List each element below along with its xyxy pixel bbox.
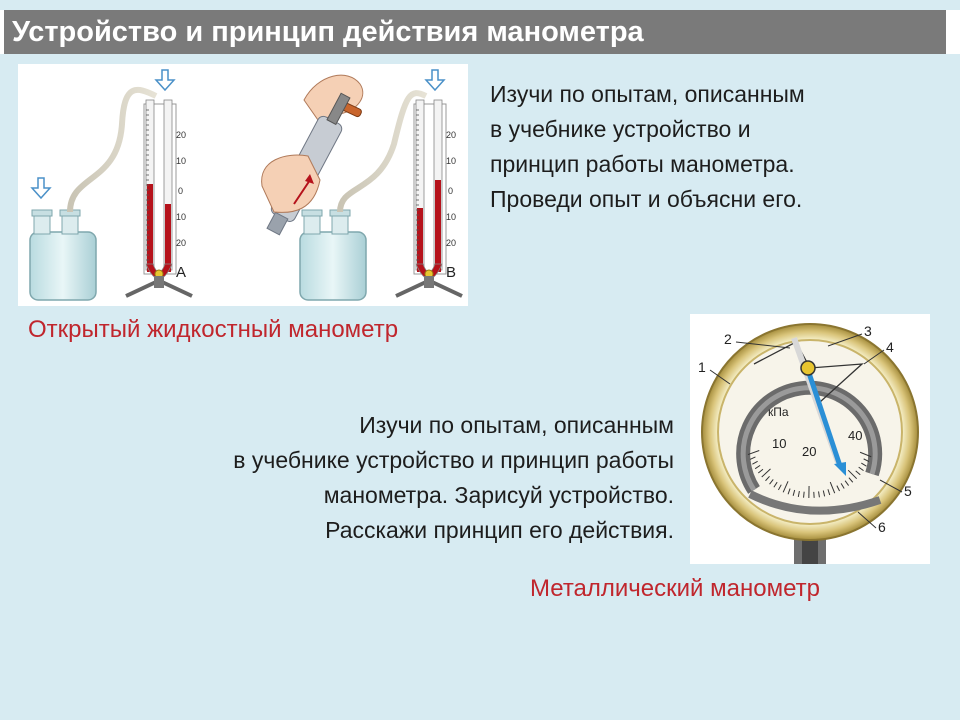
text-line: Изучи по опытам, описанным [359, 412, 674, 438]
pivot [800, 360, 816, 376]
dial-tick [797, 490, 800, 498]
dial-label: 40 [848, 428, 862, 443]
dial-tick [858, 466, 864, 472]
scale-label: 20 [176, 238, 186, 248]
right-hose [337, 90, 428, 213]
dial-tick [787, 488, 791, 495]
right-jar [299, 209, 367, 301]
text-line: манометра. Зарисуй устройство. [323, 482, 674, 508]
dial-tick [773, 481, 778, 488]
dial-tick [840, 483, 845, 489]
dial-label: 20 [802, 444, 816, 459]
dial-tick [777, 484, 782, 491]
left-jar [29, 209, 97, 301]
part-number-5: 5 [904, 483, 912, 499]
scale-label: 10 [446, 156, 456, 166]
dial-tick [752, 460, 758, 465]
scale-label: 20 [446, 130, 456, 140]
dial-tick [757, 468, 764, 474]
dial-tick [754, 464, 761, 470]
dial-tick [769, 479, 774, 485]
arrow-down-icon [424, 69, 446, 92]
dial-tick [859, 451, 872, 458]
dial-tick [782, 481, 789, 493]
instruction-text-1: Изучи по опытам, описанным в учебнике ус… [490, 77, 950, 217]
dial-tick [818, 491, 820, 498]
dial-tick [844, 480, 850, 486]
left-u-tube [125, 99, 193, 298]
scale-label: 10 [446, 212, 456, 222]
dial-tick [836, 485, 840, 492]
liquid-manometer-svg: 20 10 0 10 20 A [29, 69, 463, 301]
liquid-manometer-figure: 20 10 0 10 20 A [18, 64, 468, 306]
dial-tick [829, 481, 836, 494]
label-a: A [176, 264, 186, 281]
text-line: в учебнике устройство и [490, 116, 751, 142]
liquid-manometer-caption: Открытый жидкостный манометр [28, 316, 399, 343]
label-b: B [446, 264, 456, 281]
metal-manometer-figure: кПа 10 20 40 1 2 3 4 5 6 [690, 314, 930, 564]
part-number-4: 4 [886, 339, 894, 355]
text-line: Расскажи принцип его действия. [325, 517, 674, 543]
dial-tick [847, 469, 858, 480]
part-number-6: 6 [878, 519, 886, 535]
part-number-2: 2 [724, 331, 732, 347]
dial-tick [822, 490, 826, 497]
metal-manometer-caption: Металлический манометр [530, 575, 820, 602]
title-bar: Устройство и принцип действия манометра [0, 10, 960, 54]
metal-manometer-svg: кПа 10 20 40 1 2 3 4 5 6 [698, 323, 919, 564]
scale-label: 20 [446, 238, 456, 248]
left-hose [67, 86, 158, 213]
dial-tick [792, 489, 796, 496]
unit-label: кПа [768, 405, 789, 419]
dial-tick [761, 468, 771, 478]
dial-tick [861, 462, 867, 467]
dial-label: 10 [772, 436, 786, 451]
part-number-1: 1 [698, 359, 706, 375]
scale-label: 20 [176, 130, 186, 140]
scale-label: 0 [178, 186, 183, 196]
arrow-down-icon [30, 177, 52, 200]
scale-label: 0 [448, 186, 453, 196]
slide-title: Устройство и принцип действия манометра [4, 10, 946, 54]
part-number-3: 3 [864, 323, 872, 339]
dial-tick [855, 470, 861, 476]
arrow-down-icon [154, 69, 176, 92]
text-line: в учебнике устройство и принцип работы [233, 447, 674, 473]
right-u-tube [395, 99, 463, 298]
dial-tick [747, 449, 760, 456]
instruction-text-2: Изучи по опытам, описанным в учебнике ус… [80, 408, 674, 548]
dial-tick [827, 489, 831, 496]
scale-label: 10 [176, 212, 186, 222]
hand-with-syringe-illustration [261, 74, 364, 236]
scale-label: 10 [176, 156, 186, 166]
dial-tick [749, 456, 756, 460]
dial-tick [863, 458, 870, 462]
text-line: Изучи по опытам, описанным [490, 81, 805, 107]
dial-tick [765, 475, 770, 482]
text-line: Проведи опыт и объясни его. [490, 186, 803, 212]
dial-tick [803, 491, 805, 498]
scale-labels-right: 20 10 0 10 20 [446, 130, 456, 248]
text-line: принцип работы манометра. [490, 151, 795, 177]
dial-tick [848, 477, 854, 483]
scale-labels-left: 20 10 0 10 20 [176, 130, 186, 248]
